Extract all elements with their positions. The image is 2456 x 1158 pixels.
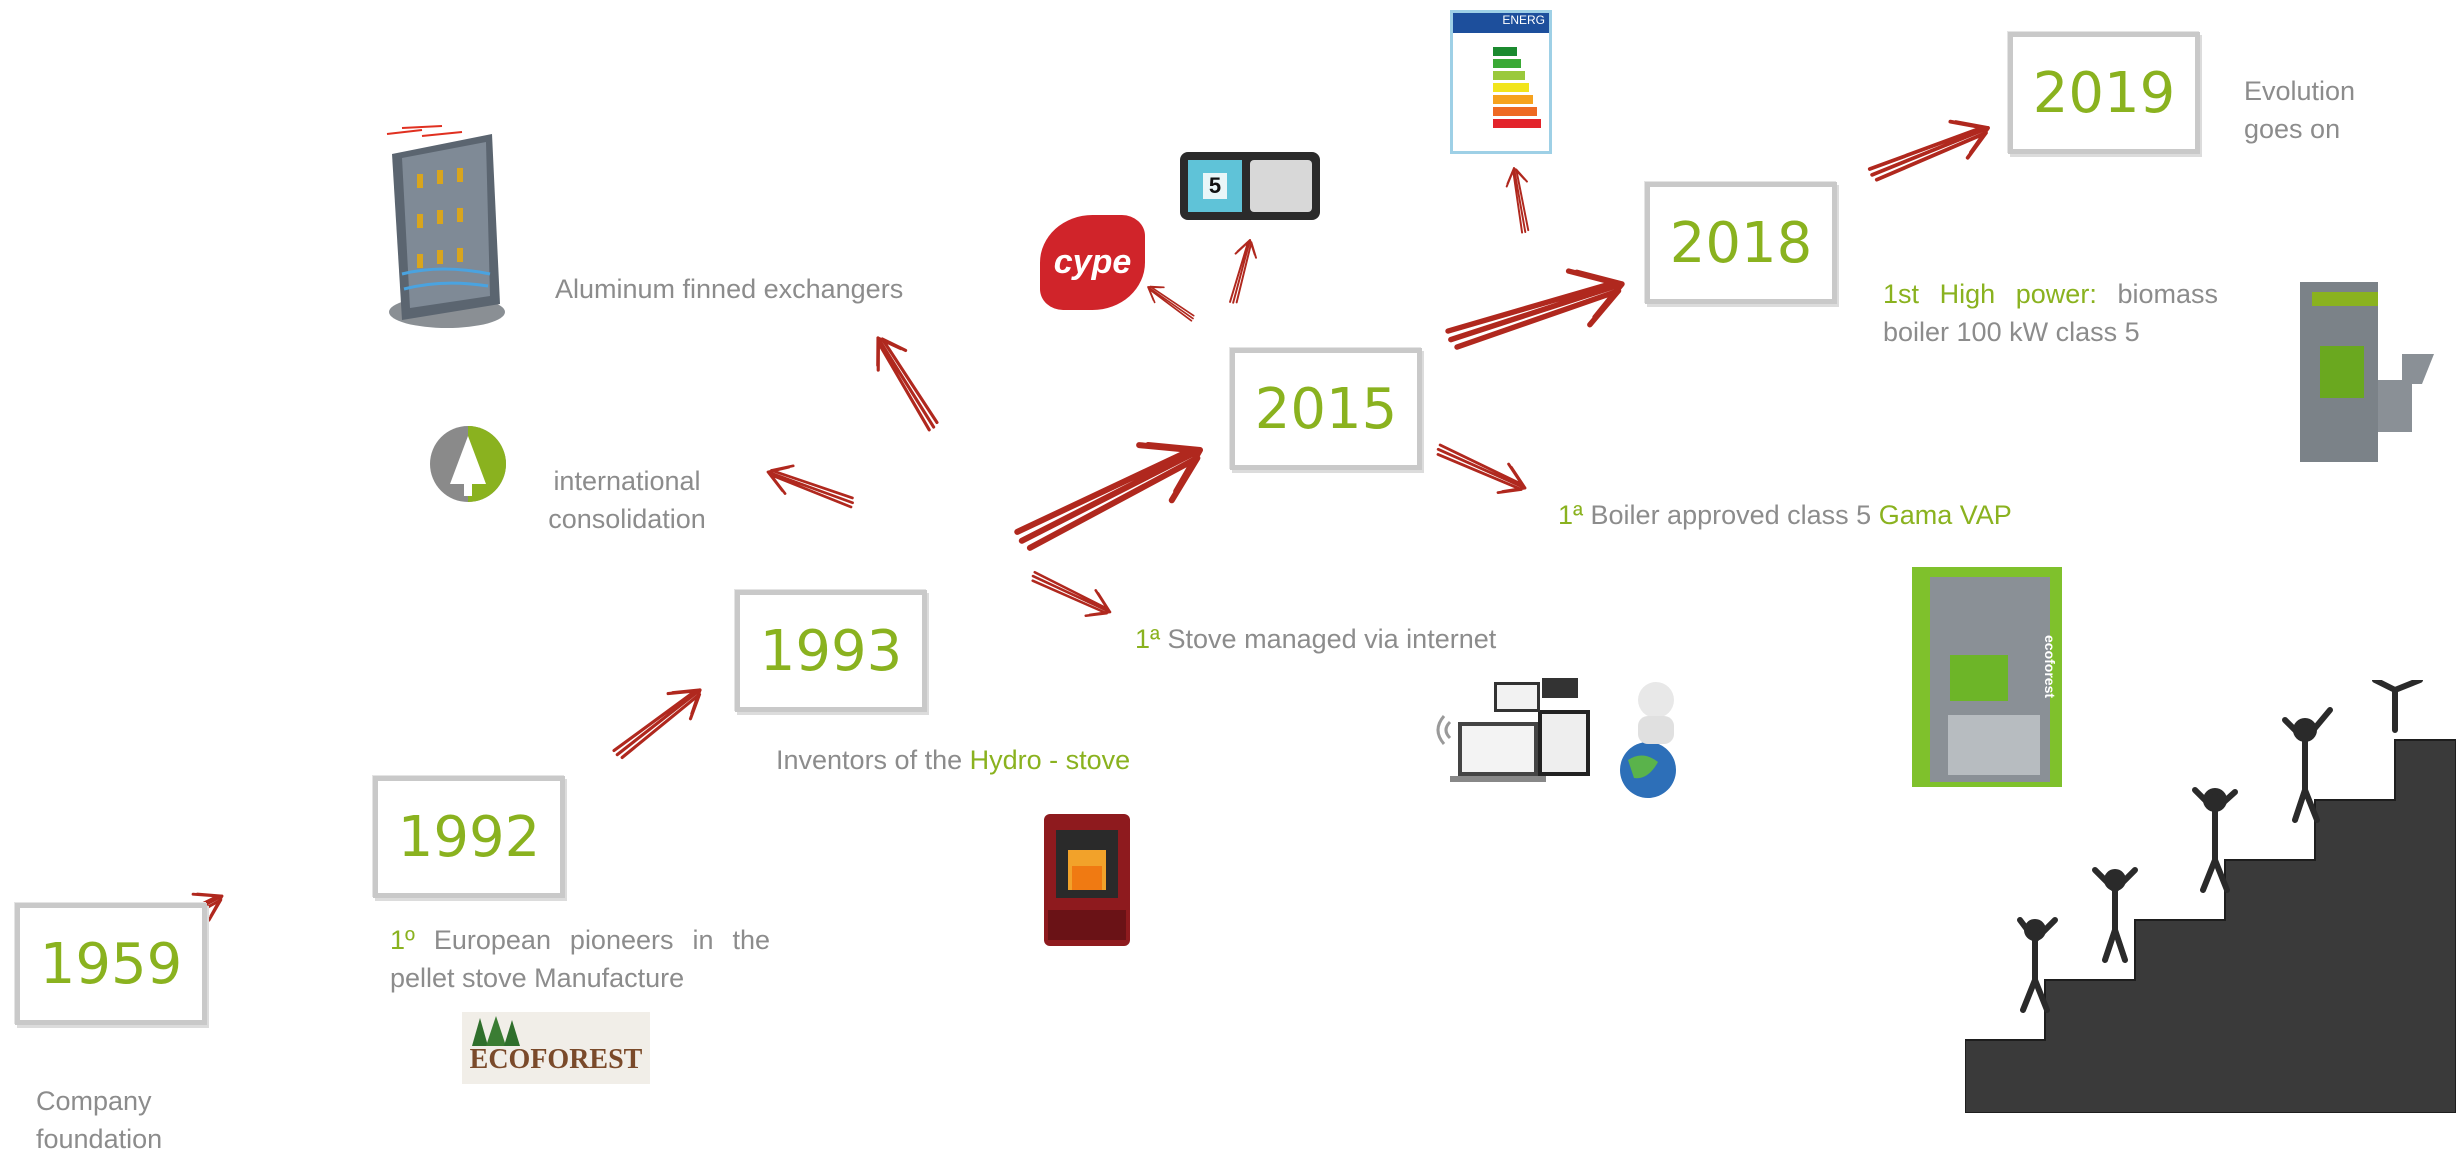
boiler-highlight: Gama VAP <box>1878 500 2012 530</box>
stove-text: Stove managed via internet <box>1167 624 1497 654</box>
arrow-icon <box>862 327 950 438</box>
arrow-icon <box>1430 434 1533 504</box>
ecoforest-logo-text: ECOFOREST <box>469 1044 643 1075</box>
pioneers-text: European pioneers in the pellet stove Ma… <box>390 925 770 993</box>
aluminum-text: Aluminum finned exchangers <box>555 274 904 304</box>
caption-hydro-stove: Inventors of the Hydro - stove <box>776 741 1236 779</box>
caption-high-power: 1st High power: biomass boiler 100 kW cl… <box>1883 275 2218 351</box>
devices-internet-image <box>1436 678 1676 798</box>
evolution-text: Evolution goes on <box>2244 76 2356 144</box>
year-label-1993: 1993 <box>759 618 903 684</box>
energy-label-image: ENERG <box>1450 10 1552 154</box>
year-label-2015: 2015 <box>1254 376 1398 442</box>
pioneers-prefix: 1º <box>390 925 415 955</box>
ecoforest-logo: ECOFOREST <box>462 1012 650 1084</box>
globe-icon <box>1620 742 1676 798</box>
arrow-icon <box>1142 278 1199 327</box>
caption-evolution: Evolution goes on <box>2244 34 2424 148</box>
year-box-1993: 1993 <box>735 590 927 712</box>
year-box-2018: 2018 <box>1645 182 1837 304</box>
cype-logo: cype <box>1040 215 1145 310</box>
high-power-highlight: 1st High power: <box>1883 279 2097 309</box>
hydro-highlight: Hydro - stove <box>969 745 1131 775</box>
hydro-text: Inventors of the <box>776 745 970 775</box>
biomass-boiler-image <box>2300 282 2434 462</box>
cype-logo-text: cype <box>1053 243 1132 281</box>
trees-icon <box>472 1016 520 1046</box>
boiler-text: Boiler approved class 5 <box>1590 500 1879 530</box>
caption-aluminum: Aluminum finned exchangers <box>555 270 955 308</box>
year-label-2018: 2018 <box>1669 210 1813 276</box>
year-box-2015: 2015 <box>1230 348 1422 470</box>
high-power-text: biomass boiler 100 kW class 5 <box>1883 279 2218 347</box>
tree-logo-icon <box>430 426 506 502</box>
consolidation-text: international consolidation <box>548 466 706 534</box>
arrow-icon <box>1222 236 1262 307</box>
arrow-icon <box>1025 562 1118 626</box>
climbing-figures-image <box>1965 680 2456 1113</box>
vap-boiler-image: ecoforest <box>1912 567 2062 787</box>
boiler-brand-text: ecoforest <box>2042 635 2058 698</box>
arrow-icon <box>1442 257 1631 367</box>
arrow-icon <box>605 675 712 770</box>
stove-prefix: 1ª <box>1135 624 1161 654</box>
caption-company-foundation: Company foundation <box>36 1044 216 1158</box>
controller-image: 5 <box>1180 152 1320 220</box>
caption-boiler-class5: 1ª Boiler approved class 5 Gama VAP <box>1558 496 2058 534</box>
year-box-2019: 2019 <box>2008 32 2200 154</box>
energy-label-text: ENERG <box>1502 13 1545 27</box>
caption-pioneers: 1º European pioneers in the pellet stove… <box>390 921 770 997</box>
controller-digit: 5 <box>1202 173 1228 199</box>
caption-stove-internet: 1ª Stove managed via internet <box>1135 620 1555 658</box>
year-box-1992: 1992 <box>373 776 565 898</box>
caption-consolidation: international consolidation <box>527 424 727 538</box>
pellet-stove-image <box>1044 814 1130 946</box>
year-box-1959: 1959 <box>15 903 207 1025</box>
year-label-1992: 1992 <box>397 804 541 870</box>
boiler-prefix: 1ª <box>1558 500 1584 530</box>
arrow-icon <box>1862 107 1998 196</box>
arrow-icon <box>1007 421 1214 569</box>
arrow-icon <box>1502 165 1537 235</box>
year-label-2019: 2019 <box>2032 60 2176 126</box>
company-foundation-text: Company foundation <box>36 1086 163 1154</box>
year-label-1959: 1959 <box>39 931 183 997</box>
heat-exchanger-image <box>386 125 505 328</box>
wifi-icon <box>1436 715 1452 745</box>
arrow-icon <box>761 457 859 518</box>
